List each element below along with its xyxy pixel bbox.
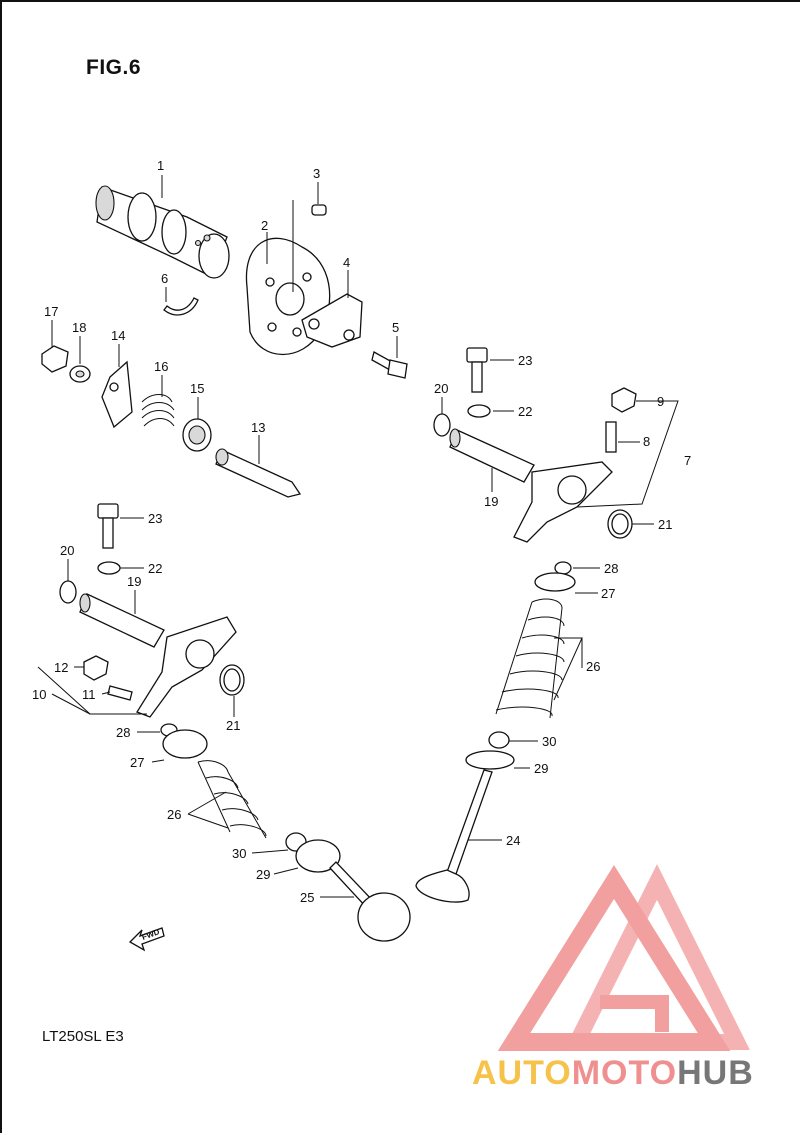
spring-seat-part-29-right [465,750,515,770]
rocker-shaft-part-19-lower [79,593,165,648]
clip-part [163,297,199,316]
adjust-screw-part-8 [605,421,617,453]
callout-10: 10 [32,687,46,702]
nut-part-17 [41,345,69,373]
callout-23-lower: 23 [148,511,162,526]
callout-30-right: 30 [542,734,556,749]
callout-28-right: 28 [604,561,618,576]
callout-21-upper: 21 [658,517,672,532]
oil-seal-part-30-right [488,731,510,749]
o-ring-part-20-lower [59,580,77,604]
watermark-logo-icon [497,864,750,1051]
callout-5: 5 [392,320,399,335]
callout-3: 3 [313,166,320,181]
watermark-hub: HUB [677,1054,754,1092]
callout-15: 15 [190,381,204,396]
callout-27-right: 27 [601,586,615,601]
valve-spring-part-26-left [197,760,267,839]
callout-23-upper: 23 [518,353,532,368]
callout-28-left: 28 [116,725,130,740]
callout-29-left: 29 [256,867,270,882]
callout-14: 14 [111,328,125,343]
washer-part-18 [69,365,91,383]
callout-18: 18 [72,320,86,335]
camshaft-part [95,185,230,279]
callout-13: 13 [251,420,265,435]
pin-part [311,204,327,216]
o-ring-part-21-upper [607,509,633,539]
o-ring-part-21-lower [219,664,245,696]
callout-2: 2 [261,218,268,233]
callout-26-left: 26 [167,807,181,822]
adjust-screw-part-11 [107,685,133,701]
lever-plate-part [101,360,133,429]
washer-part-22-lower [97,561,121,575]
o-ring-part-20-upper [433,413,451,437]
rocker-arm-part-7 [513,461,613,543]
watermark-text: AUTOMOTOHUB [472,1054,754,1093]
decomp-plate-part [301,293,363,348]
callout-22-upper: 22 [518,404,532,419]
callout-25: 25 [300,890,314,905]
nut-part-12 [83,655,109,681]
callout-6: 6 [161,271,168,286]
bolt-part-23-lower [97,503,119,549]
model-code: LT250SL E3 [42,1028,124,1045]
callout-29-right: 29 [534,761,548,776]
callout-labels: 1 2 3 4 5 6 7 8 9 10 11 12 13 14 15 16 1… [32,158,691,905]
exhaust-valve-part-24 [415,769,493,903]
bolt-part-23-upper [466,347,488,393]
callout-11: 11 [82,687,96,702]
cotter-part-28-right [554,561,572,575]
fwd-arrow-icon: FWD [128,927,165,952]
callout-4: 4 [343,255,350,270]
retainer-part-27-right [534,572,576,592]
callout-24: 24 [506,833,520,848]
spring-seat-part-29-left [295,839,341,873]
callout-26-right: 26 [586,659,600,674]
intake-valve-part-25 [329,861,411,942]
callout-27-left: 27 [130,755,144,770]
rocker-arm-part-10 [136,616,237,718]
watermark-auto: AUTO [472,1054,572,1092]
callout-8: 8 [643,434,650,449]
retainer-part-27-left [162,729,208,759]
callout-12: 12 [54,660,68,675]
callout-17: 17 [44,304,58,319]
leader-lines [37,175,679,898]
callout-22-lower: 22 [148,561,162,576]
oil-seal-part [182,418,212,452]
callout-1: 1 [157,158,164,173]
decomp-shaft-part [215,448,302,498]
figure-title: FIG.6 [86,56,142,79]
valve-spring-part-26-right [495,598,565,719]
callout-30-left: 30 [232,846,246,861]
callout-19-upper: 19 [484,494,498,509]
rocker-shaft-part-19-upper [449,428,535,483]
callout-7: 7 [684,453,691,468]
callout-21-lower: 21 [226,718,240,733]
nut-part-9 [611,387,637,413]
watermark-moto: MOTO [571,1054,678,1092]
callout-19-lower: 19 [127,574,141,589]
callout-16: 16 [154,359,168,374]
callout-9: 9 [657,394,664,409]
callout-20-lower: 20 [60,543,74,558]
washer-part-22-upper [467,404,491,418]
bolt-part-5 [371,351,408,379]
spring-part-16 [141,394,175,427]
callout-20-upper: 20 [434,381,448,396]
